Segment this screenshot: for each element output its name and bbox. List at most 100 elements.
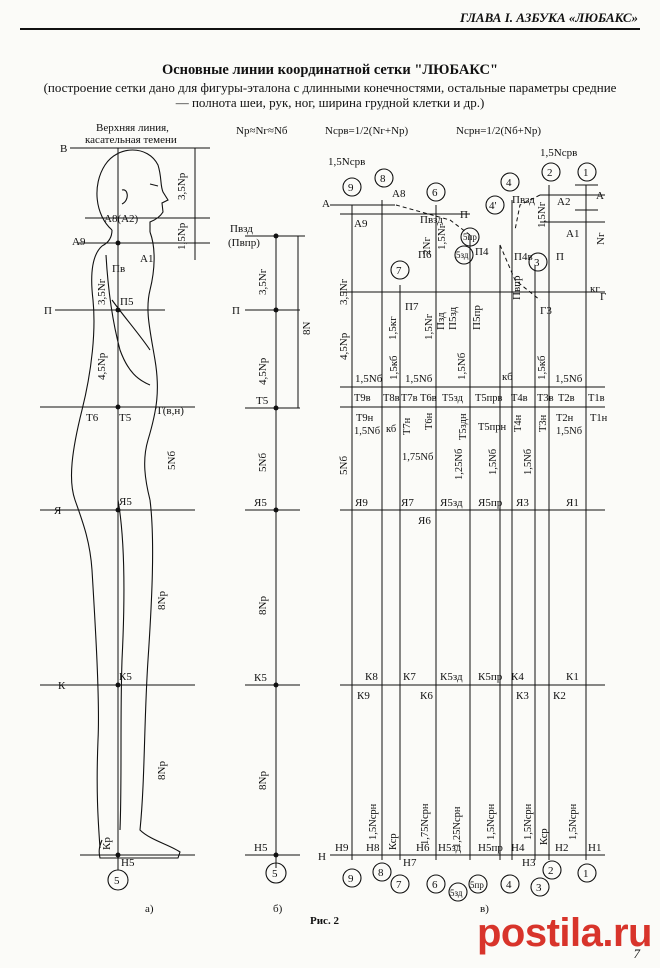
label-v-Ya5pr: Я5пр <box>478 497 503 509</box>
label-a-45Np: 4,5Nр <box>96 352 108 380</box>
label-a-35Np: 3,5Nр <box>176 172 188 200</box>
label-a-Kr: Кр <box>101 837 113 850</box>
label-v-H: Н <box>318 851 326 863</box>
label-b-5Nb: 5Nб <box>257 453 269 472</box>
label-v-K2: К2 <box>553 690 566 702</box>
fig-caption: Рис. 2 <box>310 915 339 927</box>
circle-v-2: 2 <box>547 167 553 179</box>
label-v-15Nb-8: 1,5Nб <box>556 426 582 437</box>
header-rule <box>20 28 640 30</box>
circle-v-4: 4 <box>506 177 512 189</box>
label-v-Pvzd-right: Пвзд <box>512 194 535 206</box>
label-v-kg: кг <box>590 283 600 295</box>
label-a-Ya5: Я5 <box>119 496 132 508</box>
label-v-15Nb-7: 1,5Nб <box>523 449 534 475</box>
label-a-P5: П5 <box>120 296 134 308</box>
label-v-H2: Н2 <box>555 842 568 854</box>
label-v-Ya9: Я9 <box>355 497 368 509</box>
label-v-Pvzd-P: П <box>460 209 468 221</box>
page-number: 7 <box>633 946 641 961</box>
label-v-K5zd: К5зд <box>440 671 463 683</box>
label-v-A9: А9 <box>354 218 368 230</box>
label-v-15Ng-a: 1,5Nг <box>436 223 448 250</box>
label-v-Ksr-2: Кср <box>539 828 550 845</box>
circle-a-5: 5 <box>114 875 120 887</box>
label-v-Ya5zd: Я5зд <box>440 497 463 509</box>
label-v-15Ng-c: 1,5Nг <box>423 313 435 340</box>
label-a-T6: Т6 <box>86 412 99 424</box>
label-b-8N: 8N <box>301 322 313 336</box>
label-b-Pvzd: Пвзд <box>230 223 253 235</box>
label-a-8Np2: 8Nр <box>156 761 168 780</box>
label-v-H5pr: Н5пр <box>478 842 503 854</box>
label-v-H1: Н1 <box>588 842 601 854</box>
circle-v-bottom-9: 9 <box>348 873 354 885</box>
label-v-A1: А1 <box>566 228 579 240</box>
figure-subtitle: (построение сетки дано для фигуры-эталон… <box>43 80 617 110</box>
label-a-K5: К5 <box>119 671 132 683</box>
label-v-T1n: Т1н <box>590 413 608 424</box>
label-b-8Np1: 8Nр <box>257 596 269 615</box>
label-v-15kg: 1,5кг <box>387 316 399 340</box>
label-v-125Nsrn: 1,25Nсрн <box>452 806 463 848</box>
label-v-kb-2: кб <box>386 424 396 435</box>
label-v-Pvzd-left: Пвзд <box>420 214 443 226</box>
label-a-Tvn: Т(в,н) <box>156 405 184 417</box>
figure-a-silhouette <box>70 149 181 859</box>
label-v-T2v: Т2в <box>558 393 575 404</box>
label-b-T5: Т5 <box>256 395 269 407</box>
caption-v: в) <box>480 903 489 915</box>
label-a-H5: Н5 <box>121 857 135 869</box>
circle-v-bottom-2: 2 <box>548 865 554 877</box>
label-a-5Nb: 5Nб <box>166 451 178 470</box>
label-v-T7n: Т7н <box>402 417 413 435</box>
circle-v-bottom-7: 7 <box>396 879 402 891</box>
label-v-T5prn: Т5прн <box>478 422 507 433</box>
label-v-15Nsrn-4: 1,5Nсрн <box>568 803 579 840</box>
label-v-Pvpr: Пвпр <box>511 275 523 300</box>
label-v-T6n: Т6н <box>424 412 435 430</box>
label-v-H8: Н8 <box>366 842 380 854</box>
label-v-T3v: Т3в <box>537 393 554 404</box>
label-v-15Nb-5: 1,5Nб <box>354 426 380 437</box>
label-v-K3: К3 <box>516 690 529 702</box>
label-v-A-right: А <box>596 190 604 202</box>
label-v-T9n: Т9н <box>356 413 374 424</box>
label-v-175Nsrn: 1,75Nсрн <box>420 803 431 845</box>
circle-v-3: 3 <box>534 257 540 269</box>
label-v-15Nsrn-1: 1,5Nсрн <box>368 803 379 840</box>
circle-b-5: 5 <box>272 868 278 880</box>
label-a-15Np: 1,5Nр <box>176 222 188 250</box>
label-v-15Nb-4: 1,5Nб <box>555 373 583 385</box>
circle-v-bottom-5zd: 5зд <box>450 888 463 898</box>
top-line-label-2: касательная темени <box>85 134 177 146</box>
circle-v-8: 8 <box>380 173 386 185</box>
circle-v-bottom-5pr: 5пр <box>470 880 484 890</box>
label-v-Ya3: Я3 <box>516 497 529 509</box>
label-v-15Nb-6: 1,5Nб <box>488 449 499 475</box>
label-v-T1v: Т1в <box>588 393 605 404</box>
label-v-45Np: 4,5Nр <box>338 332 350 360</box>
label-v-T5zd: Т5зд <box>442 393 464 404</box>
label-a-B: В <box>60 143 67 155</box>
label-a-A8A2: А8(А2) <box>104 213 139 225</box>
label-v-15Nsrn-3: 1,5Nсрн <box>523 803 534 840</box>
label-v-H7: Н7 <box>403 857 417 869</box>
page-header: ГЛАВА I. АЗБУКА «ЛЮБАКС» <box>0 0 660 30</box>
label-v-kb-1: кб <box>502 371 513 383</box>
figure-v-grid <box>330 184 605 860</box>
label-v-2Ng: 2Nг <box>421 237 433 255</box>
label-v-T8v: Т8в <box>383 393 400 404</box>
label-v-15Nsrv-right: 1,5Nсрв <box>540 147 577 159</box>
circle-v-5zd: 5зд <box>456 250 469 260</box>
figure-text: Nр≈Nг≈Nб Nсрв=1/2(Nг+Nр) Nсрн=1/2(Nб+Nр)… <box>44 122 608 927</box>
label-v-15kb-1: 1,5кб <box>388 355 400 380</box>
label-v-Ksr-1: Кср <box>388 833 399 850</box>
label-b-Pvpr: (Пвпр) <box>228 237 260 249</box>
label-v-H3: Н3 <box>522 857 536 869</box>
circle-v-4prime: 4' <box>489 200 497 212</box>
figure-title: Основные линии координатной сетки "ЛЮБАК… <box>161 62 499 78</box>
label-b-K5: К5 <box>254 672 267 684</box>
formula-v2: Nсрн=1/2(Nб+Nр) <box>456 125 541 137</box>
